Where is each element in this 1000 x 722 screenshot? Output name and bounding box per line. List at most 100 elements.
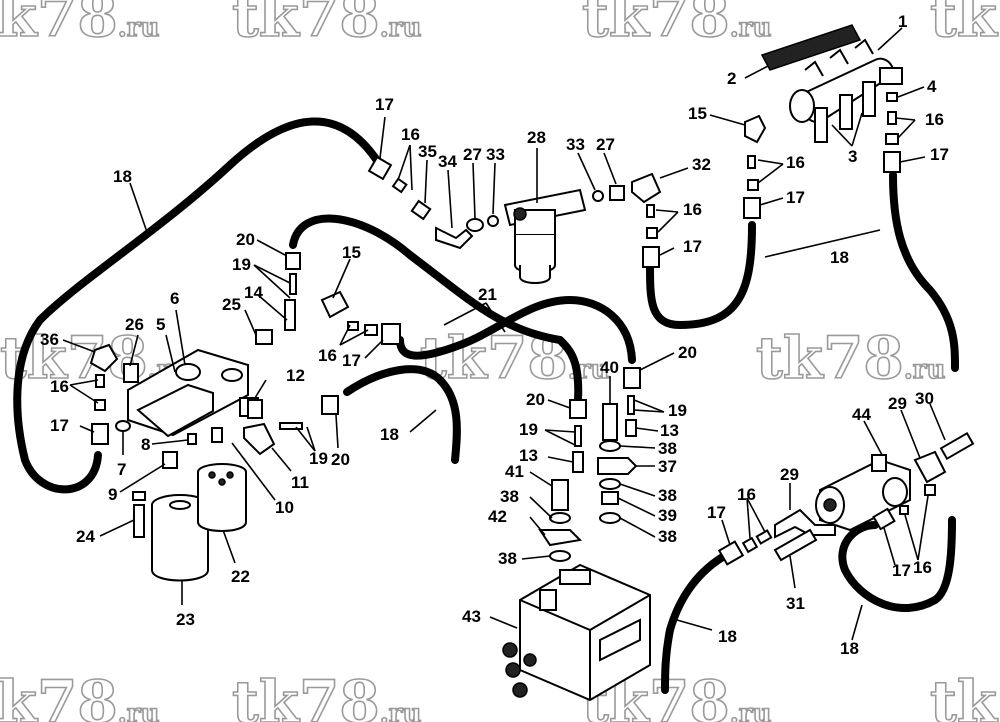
callout-18-b: 18: [113, 167, 132, 186]
fitting-16-lower: [741, 536, 759, 554]
fitting-39: [601, 491, 619, 505]
hose-lower-middle: [343, 365, 461, 464]
fitting-16-right-top-b: [747, 179, 759, 191]
hose-crossover: [396, 296, 636, 364]
callout-17-f: 17: [50, 416, 69, 435]
fitting-16-right-b: [646, 227, 658, 239]
callout-20-d: 20: [678, 343, 697, 362]
hose-far-right-lower: [838, 516, 956, 613]
fitting-20-centre: [569, 399, 587, 419]
fitting-16-left-b: [94, 399, 106, 411]
fitting-20-upper: [285, 252, 301, 270]
fitting-20-mid: [321, 395, 339, 415]
callout-38-d: 38: [658, 486, 677, 505]
fitting-36: [89, 343, 119, 373]
fitting-17-right: [642, 246, 660, 268]
callout-17-a: 17: [930, 145, 949, 164]
callout-30: 30: [915, 389, 934, 408]
callout-5: 5: [156, 315, 165, 334]
filter-head: [127, 348, 259, 438]
fitting-17-right-top: [743, 197, 761, 219]
fitting-20-right: [623, 367, 641, 389]
callout-17-c: 17: [683, 237, 702, 256]
fitting-16-right: [646, 204, 655, 218]
fitting-19-right: [627, 395, 635, 415]
injector-rail-1: [789, 38, 903, 143]
washer-38d: [599, 478, 621, 490]
callout-20-c: 20: [526, 390, 545, 409]
hose-return-right: [646, 221, 756, 329]
callout-17-h: 17: [892, 561, 911, 580]
filter-23: [151, 494, 209, 582]
callout-7: 7: [117, 460, 126, 479]
callout-4: 4: [927, 77, 937, 96]
callout-18-d: 18: [718, 627, 737, 646]
callout-22: 22: [231, 567, 250, 586]
callout-14: 14: [244, 283, 263, 302]
callout-19-d: 19: [668, 401, 687, 420]
callout-34: 34: [438, 152, 457, 171]
fitting-19-left: [279, 422, 303, 430]
fitting-17-lower-right: [872, 507, 896, 531]
fitting-35: [410, 199, 432, 221]
fitting-16-lower-right-b: [924, 484, 936, 496]
callout-19-b: 19: [309, 449, 328, 468]
fitting-25: [255, 329, 273, 345]
hose-far-right: [889, 171, 959, 372]
callout-labels: 1 2 3 4 16 17 15 16 17 18 32 16 17 28 33…: [40, 12, 949, 658]
fitting-17-top: [367, 155, 393, 181]
fitting-16-lower-b: [755, 529, 773, 545]
callout-29-a: 29: [780, 465, 799, 484]
fittings: [89, 24, 975, 702]
callout-20-b: 20: [331, 450, 350, 469]
leader-lines: [62, 27, 946, 641]
callout-38-c: 38: [658, 439, 677, 458]
injector-gasket-2: [760, 24, 862, 71]
callout-17-b: 17: [786, 188, 805, 207]
injection-pump-43: [502, 563, 651, 702]
callout-33-a: 33: [566, 135, 585, 154]
washer-38c: [599, 440, 621, 452]
callout-17-g: 17: [707, 503, 726, 522]
callout-36: 36: [40, 330, 59, 349]
watermark-bottom-far-right: tk78: [930, 668, 1000, 722]
callout-24: 24: [76, 527, 95, 546]
fitting-16-mid: [347, 321, 359, 331]
callout-37: 37: [658, 457, 677, 476]
callout-16-f: 16: [50, 377, 69, 396]
fitting-33b: [592, 190, 604, 202]
washer-38e: [599, 512, 621, 524]
fitting-9: [162, 451, 178, 469]
fitting-29-upper: [913, 450, 947, 484]
fitting-33a: [487, 215, 499, 227]
callout-18-a: 18: [830, 248, 849, 267]
fitting-16-far-right: [887, 111, 897, 125]
callout-27-b: 27: [463, 145, 482, 164]
callout-9: 9: [108, 485, 117, 504]
callout-16-a: 16: [925, 110, 944, 129]
callout-16-e: 16: [318, 346, 337, 365]
fitting-16-top: [391, 177, 408, 194]
callout-17-e: 17: [342, 351, 361, 370]
callout-21: 21: [478, 285, 497, 304]
bolt-30: [939, 431, 975, 461]
fitting-10: [211, 427, 223, 443]
callout-27-a: 27: [596, 135, 615, 154]
fitting-42: [538, 529, 583, 547]
callout-15-b: 15: [342, 243, 361, 262]
callout-38-b: 38: [498, 549, 517, 568]
callout-43: 43: [462, 607, 481, 626]
fitting-8: [187, 433, 197, 445]
bolt-40: [602, 403, 618, 441]
callout-11: 11: [291, 473, 309, 492]
callout-1: 1: [898, 12, 907, 31]
fitting-16-lower-right: [899, 505, 909, 515]
callout-32: 32: [692, 155, 711, 174]
callout-18-e: 18: [840, 639, 859, 658]
callout-23: 23: [176, 610, 195, 629]
fitting-34-elbow: [435, 226, 474, 250]
bolt-7: [115, 420, 131, 432]
fitting-16-right-top: [747, 155, 756, 169]
